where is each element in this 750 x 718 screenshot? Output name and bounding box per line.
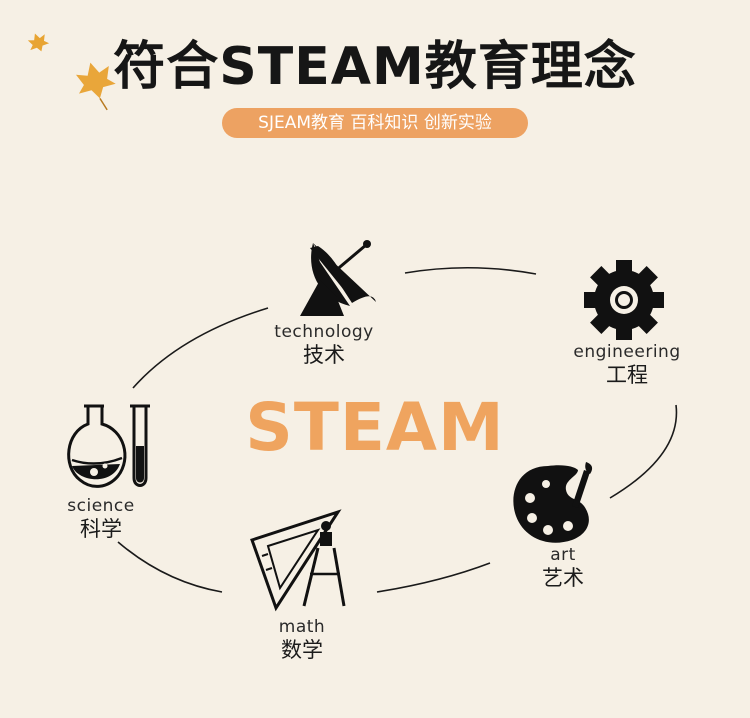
center-steam-word: STEAM (245, 389, 505, 466)
palette-icon (513, 462, 593, 543)
node-art-en: art (550, 545, 576, 565)
node-art-zh: 艺术 (542, 566, 584, 590)
node-science-en: science (67, 496, 135, 516)
flask-test-tube-icon (67, 404, 150, 488)
arc-technology-engineering (404, 266, 537, 275)
gear-icon (584, 260, 664, 340)
node-engineering-zh: 工程 (606, 363, 648, 387)
page-title: 符合STEAM教育理念 (113, 37, 637, 97)
node-science-zh: 科学 (80, 517, 122, 541)
arc-engineering-art (609, 404, 678, 499)
node-math-zh: 数学 (281, 638, 323, 662)
arc-art-math (376, 562, 491, 593)
tagline-badge: SJEAM教育 百科知识 创新实验 (222, 108, 528, 138)
leaf-icon-small (27, 33, 50, 52)
node-technology: technology 技术 (262, 322, 386, 368)
node-art: art 艺术 (520, 545, 606, 591)
node-technology-en: technology (274, 322, 374, 342)
arc-math-science (117, 541, 223, 593)
node-math-en: math (278, 617, 326, 637)
node-engineering: engineering 工程 (564, 342, 690, 388)
node-engineering-en: engineering (573, 342, 681, 362)
node-technology-zh: 技术 (303, 343, 345, 367)
arc-science-technology (132, 307, 269, 389)
satellite-dish-icon (300, 240, 376, 316)
node-math: math 数学 (262, 617, 342, 663)
node-science: science 科学 (56, 496, 146, 542)
ruler-compass-icon (250, 509, 346, 612)
leaf-icon-large (75, 62, 116, 111)
